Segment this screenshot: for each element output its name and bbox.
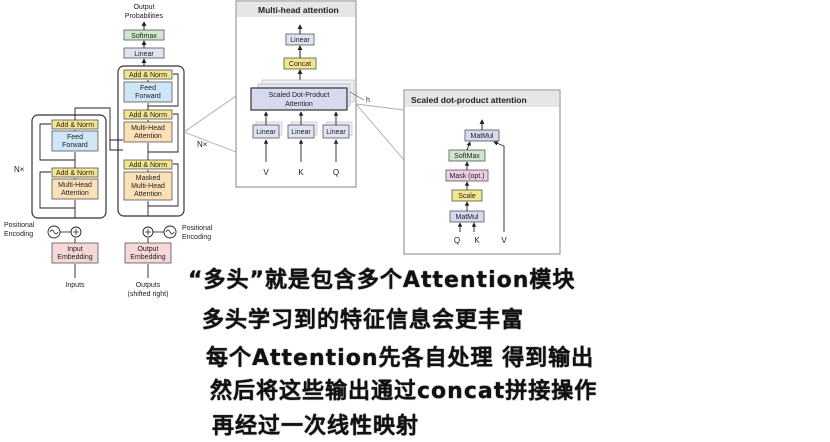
encoder-mha-label-2: Attention xyxy=(61,190,89,197)
decoder-pe-label-1: Positional xyxy=(182,225,213,232)
mh-sdpa-label-2: Attention xyxy=(285,101,313,108)
input-embedding-label-1: Input xyxy=(67,246,83,253)
decoder-linear-box: Linear xyxy=(123,47,165,59)
mh-linear-k-label: Linear xyxy=(291,129,311,136)
sd-mask-label: Mask (opt.) xyxy=(449,173,484,180)
encoder-add-norm-1-label: Add & Norm xyxy=(56,170,94,177)
encoder-multi-head-attention: Multi-Head Attention xyxy=(51,178,99,200)
mh-linear-k: Linear xyxy=(287,121,318,139)
encoder-add-norm-2-label: Add & Norm xyxy=(56,122,94,129)
sd-matmul-top-label: MatMul xyxy=(471,133,494,140)
callout-lines xyxy=(183,95,405,161)
sd-mask: Mask (opt.) xyxy=(445,169,489,182)
output-probabilities-label-2: Probabilities xyxy=(125,13,164,20)
encoder-mha-label-1: Multi-Head xyxy=(58,182,92,189)
outputs-label-2: (shifted right) xyxy=(128,291,169,298)
multi-head-panel: Multi-head attention Linear Concat Scale… xyxy=(235,0,370,188)
decoder-pe-label-2: Encoding xyxy=(182,234,211,241)
decoder-add-norm-2: Add & Norm xyxy=(123,109,173,120)
caption-line-1: “多头”就是包含多个Attention模块 xyxy=(188,268,576,293)
decoder-add-norm-3-label: Add & Norm xyxy=(129,72,167,79)
mh-input-q: Q xyxy=(333,168,339,177)
multi-head-title: Multi-head attention xyxy=(258,5,339,15)
mh-h-label: h xyxy=(366,97,370,104)
decoder-feed-forward: Feed Forward xyxy=(123,81,173,103)
mh-linear-v-label: Linear xyxy=(256,129,276,136)
output-embedding-label-2: Embedding xyxy=(130,254,166,261)
decoder-multi-head-attention: Multi-Head Attention xyxy=(123,121,173,143)
encoder-ff-label-1: Feed xyxy=(67,134,83,141)
sd-input-q: Q xyxy=(454,236,460,245)
output-embedding-label-1: Output xyxy=(137,246,158,253)
encoder-ff-label-2: Forward xyxy=(62,142,88,149)
sd-matmul-bottom-label: MatMul xyxy=(456,214,479,221)
encoder-pe-label-1: Positional xyxy=(4,222,35,229)
mh-concat: Concat xyxy=(283,57,317,70)
decoder-ff-label-1: Feed xyxy=(140,85,156,92)
mh-sdpa: Scaled Dot-Product Attention xyxy=(250,87,348,111)
sd-input-v: V xyxy=(501,236,507,245)
sd-matmul-bottom: MatMul xyxy=(449,210,485,223)
mh-concat-label: Concat xyxy=(289,61,311,68)
mh-sdpa-label-1: Scaled Dot-Product xyxy=(269,92,330,99)
caption-line-4: 然后将这些输出通过concat拼接操作 xyxy=(210,379,598,404)
caption-line-3: 每个Attention先各自处理 得到输出 xyxy=(206,346,595,371)
decoder-add-norm-1: Add & Norm xyxy=(123,159,173,170)
decoder-nx-label: N× xyxy=(197,140,208,149)
caption-line-2: 多头学习到的特征信息会更丰富 xyxy=(202,308,525,333)
input-embedding-box: Input Embedding xyxy=(51,242,99,264)
decoder-stack xyxy=(117,65,185,217)
sd-scale-label: Scale xyxy=(458,193,476,200)
encoder-pe-label-2: Encoding xyxy=(4,231,33,238)
encoder-add-norm-1: Add & Norm xyxy=(51,167,99,178)
decoder-softmax-label: Softmax xyxy=(131,33,157,40)
decoder-add-norm-2-label: Add & Norm xyxy=(129,112,167,119)
decoder-masked-label-2: Multi-Head xyxy=(131,183,165,190)
inputs-label: Inputs xyxy=(65,282,85,289)
decoder-mha-label-2: Attention xyxy=(134,133,162,140)
decoder-mha-label-1: Multi-Head xyxy=(131,125,165,132)
output-embedding-box: Output Embedding xyxy=(124,242,172,264)
mh-linear-q: Linear xyxy=(322,121,353,139)
encoder-add-norm-2: Add & Norm xyxy=(51,119,99,130)
encoder-feed-forward: Feed Forward xyxy=(51,130,99,152)
sd-input-k: K xyxy=(474,236,480,245)
sd-matmul-top: MatMul xyxy=(464,129,500,142)
encoder-stack xyxy=(31,114,107,219)
mh-input-k: K xyxy=(298,168,304,177)
scaled-dot-panel: Scaled dot-product attention MatMul Soft… xyxy=(403,89,561,255)
decoder-add-norm-3: Add & Norm xyxy=(123,69,173,80)
mh-linear-top: Linear xyxy=(285,33,315,46)
decoder-masked-label-3: Attention xyxy=(134,191,162,198)
decoder-ff-label-2: Forward xyxy=(135,93,161,100)
decoder-linear-label: Linear xyxy=(134,51,154,58)
decoder-masked-attention: Masked Multi-Head Attention xyxy=(123,171,173,201)
sd-softmax: SoftMax xyxy=(448,149,486,162)
sd-scale: Scale xyxy=(451,189,483,202)
mh-linear-top-label: Linear xyxy=(290,37,310,44)
mh-linear-q-label: Linear xyxy=(326,129,346,136)
input-embedding-label-2: Embedding xyxy=(57,254,93,261)
encoder-positional-encoding xyxy=(47,225,82,239)
outputs-label-1: Outputs xyxy=(136,282,161,289)
decoder-add-norm-1-label: Add & Norm xyxy=(129,162,167,169)
scaled-dot-title: Scaled dot-product attention xyxy=(411,95,527,105)
output-probabilities-label-1: Output xyxy=(133,4,154,11)
decoder-masked-label-1: Masked xyxy=(136,175,161,182)
caption-line-5: 再经过一次线性映射 xyxy=(212,414,420,439)
transformer-diagram: Output Probabilities Softmax Linear Add … xyxy=(4,4,213,298)
sd-softmax-label: SoftMax xyxy=(454,153,480,160)
mh-input-v: V xyxy=(263,168,269,177)
decoder-positional-encoding xyxy=(142,225,177,239)
encoder-nx-label: N× xyxy=(14,165,25,174)
mh-linear-v: Linear xyxy=(252,121,283,139)
decoder-softmax-box: Softmax xyxy=(123,29,165,41)
